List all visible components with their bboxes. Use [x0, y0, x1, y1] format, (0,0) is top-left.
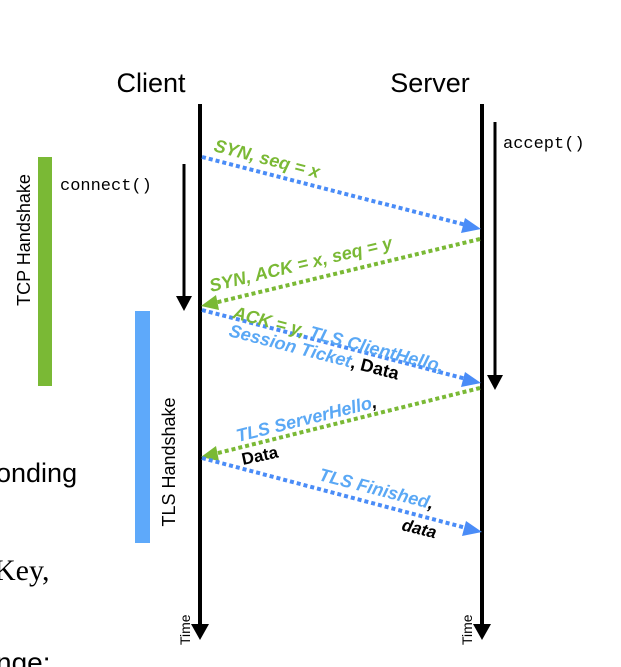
syn-ack-message-line [213, 237, 481, 305]
server-time-arrowhead [473, 624, 491, 640]
server-title: Server [390, 68, 470, 98]
syn-message-label: SYN, seq = x [212, 136, 323, 183]
serverhello-text: TLS ServerHello [234, 393, 374, 446]
finished-message-arrowhead [462, 521, 482, 536]
accept-call-label: accept() [503, 135, 585, 154]
serverhello-message-line [213, 386, 481, 456]
comma-text: , [425, 493, 436, 514]
tcp-handshake-bar [38, 157, 52, 386]
tls-handshake-label: TLS Handshake [159, 397, 179, 526]
syn-message-line [201, 155, 471, 228]
background-text-fragment: onding [0, 458, 77, 488]
clienthello-message-arrowhead [461, 372, 481, 387]
tcp-handshake-label: TCP Handshake [14, 174, 34, 306]
finished-text: TLS Finished [317, 465, 432, 513]
syn-ack-message-arrowhead [201, 295, 219, 310]
finished-message-line [201, 456, 471, 531]
background-text-fragment: Key, [0, 554, 50, 587]
tls-handshake-bar [135, 311, 150, 543]
client-title: Client [116, 68, 186, 98]
accept-call-arrowhead [487, 375, 503, 390]
server-time-label: Time [459, 614, 475, 645]
syn-message-arrowhead [461, 218, 481, 233]
client-time-arrowhead [191, 624, 209, 640]
comma-text: , [368, 392, 379, 413]
connect-call-arrowhead [176, 296, 192, 311]
connect-call-label: connect() [60, 177, 152, 196]
client-time-label: Time [177, 614, 193, 645]
background-text-fragment: nge: [0, 647, 51, 667]
finished-message-label-line1: TLS Finished, [317, 465, 436, 514]
